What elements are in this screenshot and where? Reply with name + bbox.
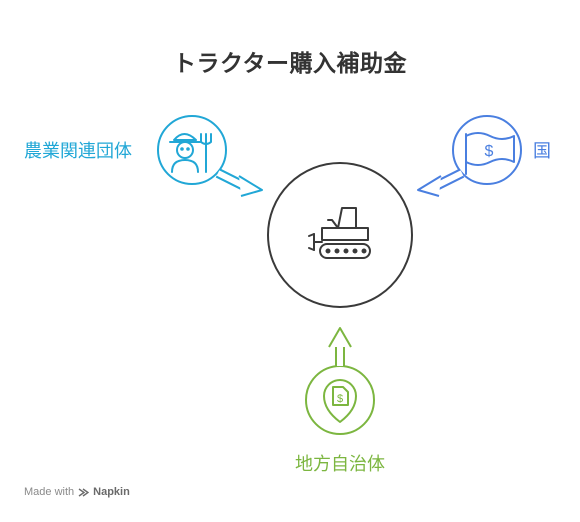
tractor-icon — [308, 207, 371, 259]
diagram-title: トラクター購入補助金 — [172, 51, 408, 77]
money-flag-icon: $ — [465, 132, 515, 175]
made-with-text: Made with — [24, 486, 75, 498]
source-node-agri — [157, 115, 263, 197]
made-with-napkin[interactable]: Made with Napkin — [24, 486, 130, 498]
svg-text:$: $ — [485, 143, 494, 160]
napkin-logo-icon — [78, 487, 90, 497]
napkin-brand: Napkin — [93, 486, 130, 498]
center-node — [267, 162, 413, 308]
farmer-icon — [169, 133, 212, 173]
source-node-national: $ — [417, 115, 522, 197]
svg-text:$: $ — [337, 393, 343, 405]
source-node-local: $ — [305, 327, 375, 435]
source-label-agri: 農業関連団体 — [24, 141, 132, 162]
source-label-national: 国 — [533, 141, 551, 162]
money-document-pin-icon: $ — [323, 379, 357, 423]
source-label-local: 地方自治体 — [295, 454, 385, 475]
